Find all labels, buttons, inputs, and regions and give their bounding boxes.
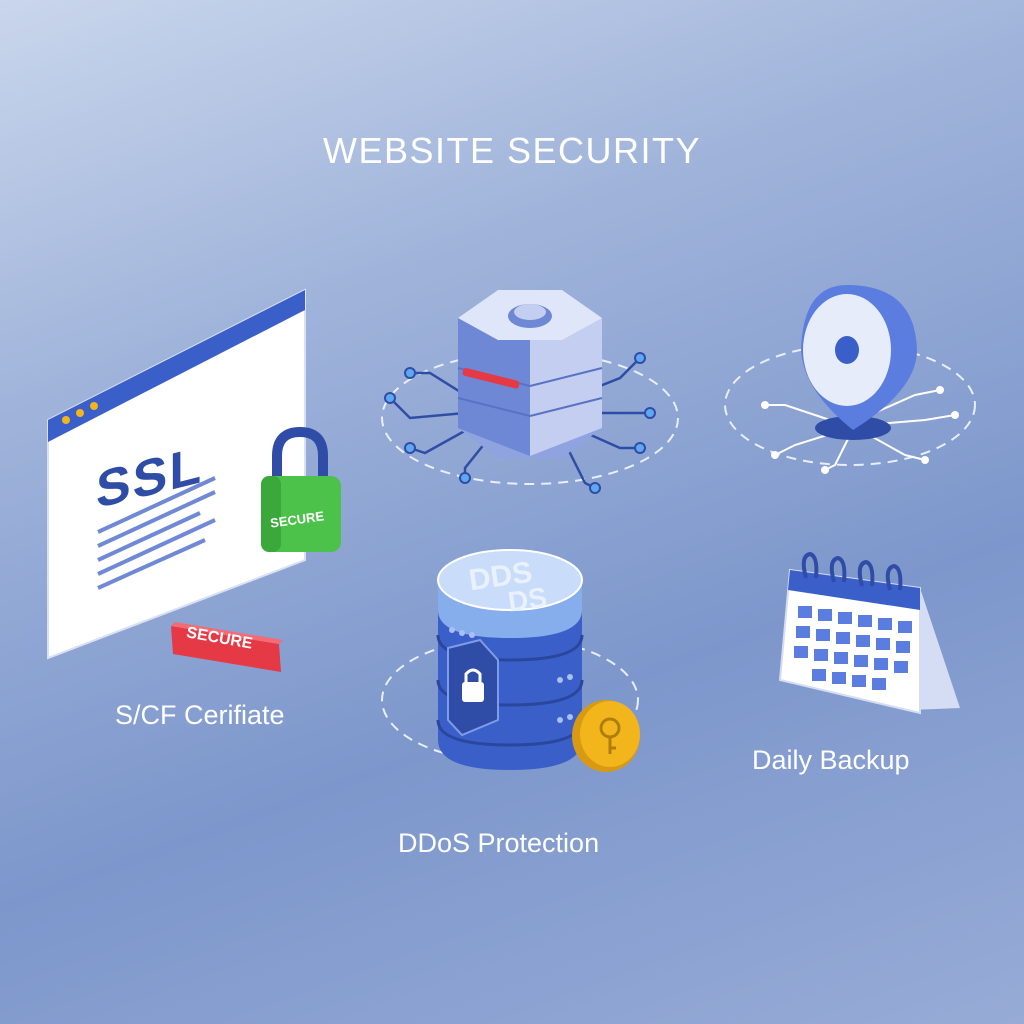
ssl-browser-text: SSL <box>96 435 204 521</box>
ddos-server-cylinder <box>381 549 639 770</box>
ddos-cylinder-text-2: DS <box>505 581 549 618</box>
secure-tag <box>171 622 283 672</box>
calendar-icon <box>778 551 960 715</box>
ssl-caption: S/CF Cerifiate <box>115 700 285 730</box>
backup-caption: Daily Backup <box>752 745 910 775</box>
padlock-icon <box>261 426 341 552</box>
page-title: WEBSITE SECURITY <box>322 130 702 171</box>
network-server-icon <box>381 290 679 494</box>
coin-key-icon <box>572 700 640 772</box>
location-pin-icon <box>724 285 976 474</box>
ddos-caption: DDoS Protection <box>398 828 600 858</box>
